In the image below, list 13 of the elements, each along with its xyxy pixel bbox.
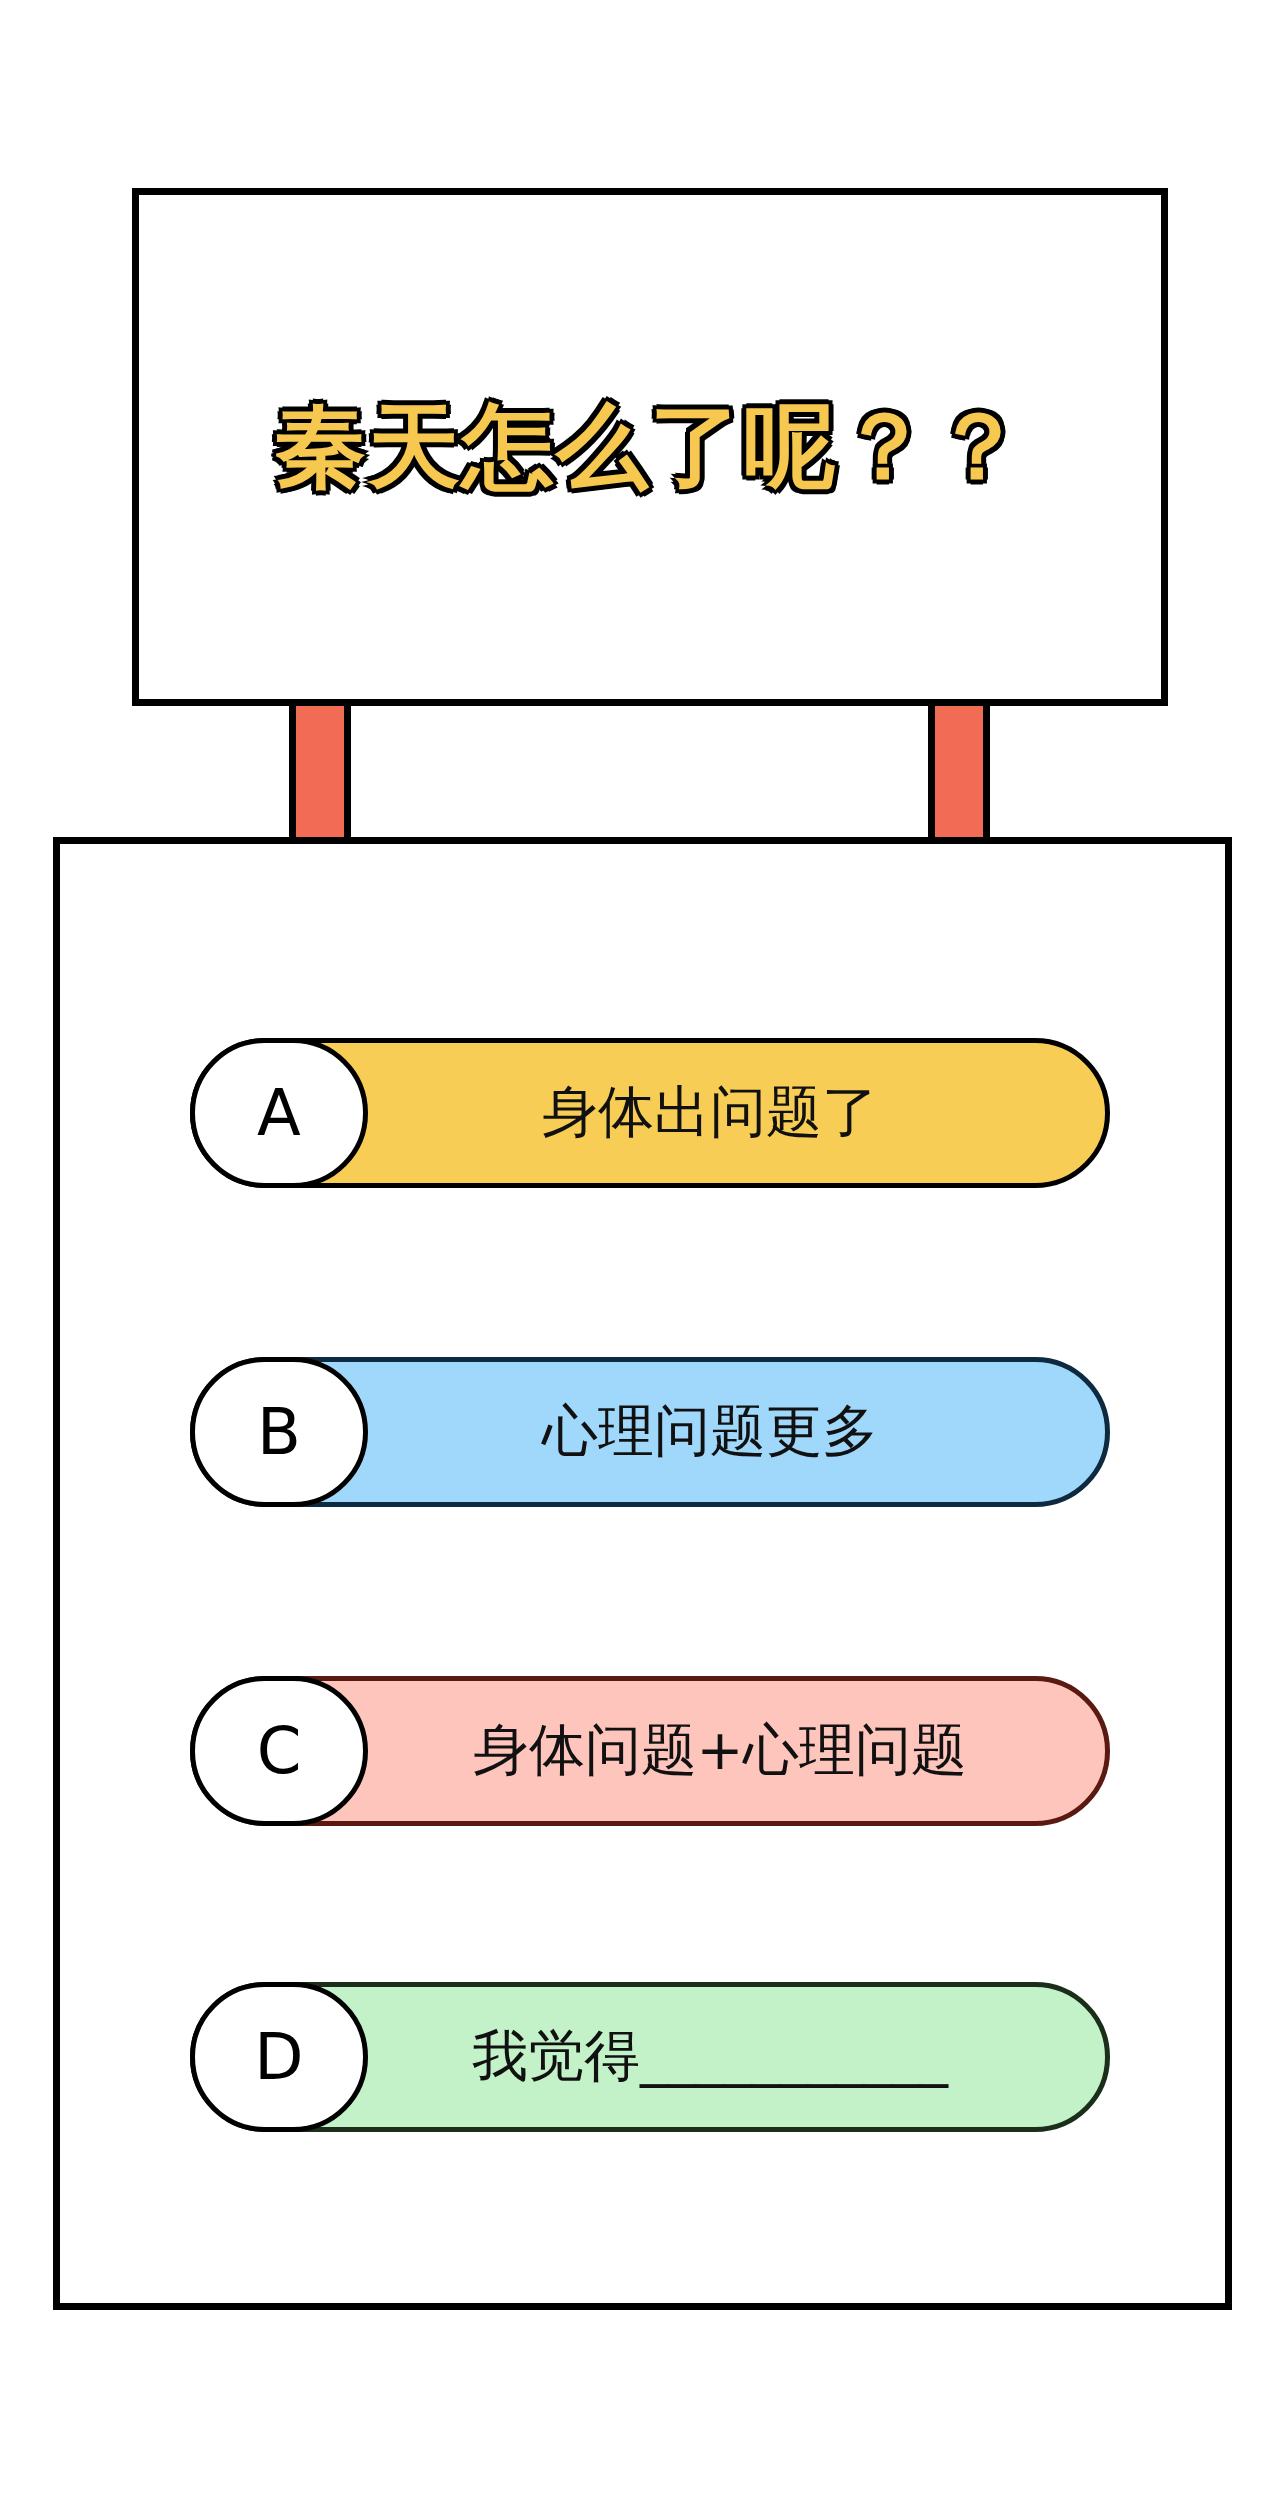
title-sign	[132, 188, 1168, 706]
answer-text: 身体出问题了	[542, 1078, 878, 1146]
board-panel	[53, 837, 1232, 2310]
title-text: 秦天怎么了呢？？	[274, 392, 1026, 502]
answer-text: 心理问题更多	[542, 1397, 878, 1465]
sign-post	[928, 706, 990, 837]
option-letter: B	[190, 1357, 368, 1507]
answer-text: 我觉得___________	[472, 2022, 948, 2090]
option-letter: C	[190, 1676, 368, 1826]
option-letter: D	[190, 1982, 368, 2132]
answer-text: 身体问题+心理问题	[472, 1716, 968, 1784]
sign-post	[289, 706, 351, 837]
option-letter: A	[190, 1038, 368, 1188]
